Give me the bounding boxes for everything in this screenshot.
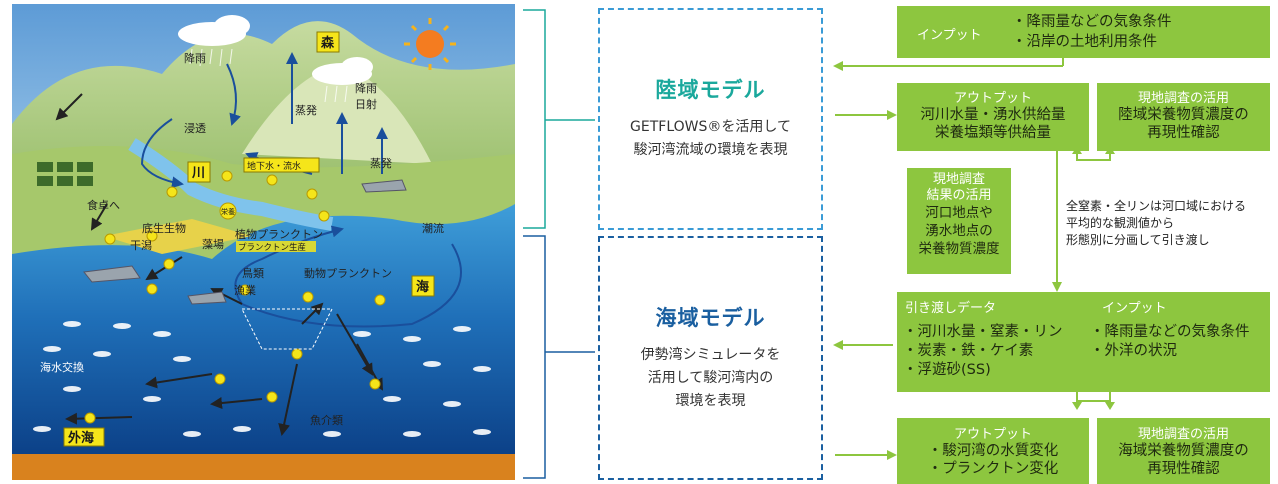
label-rain-left: 降雨 (184, 51, 206, 65)
handover-input-line2: ・外洋の状況 (1090, 343, 1177, 359)
handover-line3: ・浮遊砂(SS) (903, 362, 991, 378)
label-fishery: 漁業 (234, 283, 256, 297)
output-bottom-title: アウトプット (953, 427, 1032, 442)
handover-input-title: インプット (1102, 301, 1167, 316)
handover-line1: ・河川水量・窒素・リン (903, 324, 1063, 340)
sea-model-desc-2: 活用して駿河湾内の (647, 370, 774, 386)
output-bottom-line1: ・駿河湾の水質変化 (927, 443, 1059, 459)
label-forest: 森 (321, 35, 335, 51)
survey-result-line2: 湧水地点の (925, 223, 993, 239)
handover-input-line1: ・降雨量などの気象条件 (1090, 324, 1250, 340)
survey-top-line1: 陸域栄養物質濃度の (1118, 107, 1249, 123)
label-benthos: 底生生物 (142, 221, 186, 235)
survey-bottom-line1: 海域栄養物質濃度の (1118, 443, 1249, 459)
survey-top-box: 現地調査の活用 陸域栄養物質濃度の 再現性確認 (1097, 83, 1270, 151)
label-infiltration: 浸透 (184, 122, 206, 135)
label-rain-right: 降雨 (355, 81, 377, 95)
handover-line2: ・炭素・鉄・ケイ素 (903, 343, 1034, 359)
sea-model-desc-1: 伊勢湾シミュレータを (640, 347, 781, 363)
input-top-line1: ・降雨量などの気象条件 (1012, 14, 1172, 30)
label-zooplankton: 動物プランクトン (304, 266, 392, 280)
survey-result-title-2: 結果の活用 (926, 188, 992, 203)
sun-icon (404, 18, 456, 70)
label-birds: 鳥類 (242, 266, 264, 280)
output-top-line2: 栄養塩類等供給量 (935, 125, 1051, 141)
land-sea-illustration: 降雨 降雨 日射 森 蒸発 蒸発 浸透 川 地下水・流水 食卓へ 底生生物 栄養… (12, 4, 515, 480)
connector-lines (523, 9, 1115, 479)
label-seaweed: 藻場 (202, 238, 224, 251)
cloud-icon (178, 15, 373, 85)
note-line2: 平均的な観測値から (1066, 216, 1175, 230)
label-to-dinner: 食卓へ (87, 198, 120, 212)
note-line1: 全窒素・全リンは河口域における (1066, 199, 1247, 213)
land-model-desc-2: 駿河湾流域の環境を表現 (633, 142, 788, 158)
input-top-box: インプット ・降雨量などの気象条件 ・沿岸の土地利用条件 (897, 6, 1270, 58)
label-plankton-production: プランクトン生産 (238, 242, 306, 253)
label-phytoplankton: 植物プランクトン (235, 227, 323, 241)
handover-box: 引き渡しデータ ・河川水量・窒素・リン ・炭素・鉄・ケイ素 ・浮遊砂(SS) イ… (897, 292, 1270, 392)
label-current: 潮流 (422, 221, 444, 235)
sea-model-box: 海域モデル 伊勢湾シミュレータを 活用して駿河湾内の 環境を表現 (598, 236, 823, 480)
input-top-title: インプット (917, 28, 982, 43)
survey-result-line3: 栄養物質濃度 (918, 241, 1000, 257)
label-sea: 海 (416, 279, 429, 295)
note-line3: 形態別に分画して引き渡し (1066, 233, 1210, 247)
land-model-desc-1: GETFLOWS®を活用して (630, 119, 791, 135)
output-bottom-line2: ・プランクトン変化 (927, 461, 1059, 477)
input-top-line2: ・沿岸の土地利用条件 (1012, 34, 1157, 50)
survey-result-box: 現地調査 結果の活用 河口地点や 湧水地点の 栄養物質濃度 (907, 168, 1011, 274)
output-top-line1: 河川水量・湧水供給量 (920, 107, 1066, 123)
label-river: 川 (191, 166, 205, 181)
sea-model-desc-3: 環境を表現 (675, 393, 746, 409)
survey-result-title-1: 現地調査 (932, 172, 985, 187)
land-model-box: 陸域モデル GETFLOWS®を活用して 駿河湾流域の環境を表現 (598, 8, 823, 230)
label-seawater-exchange: 海水交換 (40, 360, 84, 374)
output-bottom-box: アウトプット ・駿河湾の水質変化 ・プランクトン変化 (897, 418, 1089, 484)
label-nutrients: 栄養 (221, 207, 235, 216)
sea-model-title: 海域モデル (655, 306, 766, 330)
handover-title: 引き渡しデータ (905, 301, 997, 316)
land-model-title: 陸域モデル (655, 78, 766, 102)
survey-result-line1: 河口地点や (925, 205, 993, 221)
handover-note: 全窒素・全リンは河口域における 平均的な観測値から 形態別に分画して引き渡し (1066, 198, 1246, 249)
survey-bottom-title: 現地調査の活用 (1137, 427, 1229, 442)
output-top-box: アウトプット 河川水量・湧水供給量 栄養塩類等供給量 (897, 83, 1089, 151)
label-evaporation-1: 蒸発 (295, 103, 317, 117)
label-open-sea: 外海 (67, 430, 94, 446)
label-groundwater: 地下水・流水 (247, 160, 301, 172)
label-sunlight: 日射 (355, 97, 377, 111)
survey-top-title: 現地調査の活用 (1137, 91, 1229, 106)
label-shellfish: 魚介類 (310, 414, 343, 427)
survey-bottom-box: 現地調査の活用 海域栄養物質濃度の 再現性確認 (1097, 418, 1270, 484)
label-evaporation-2: 蒸発 (370, 156, 392, 170)
survey-bottom-line2: 再現性確認 (1147, 461, 1220, 477)
survey-top-line2: 再現性確認 (1147, 125, 1220, 141)
output-top-title: アウトプット (953, 91, 1032, 106)
label-tidal-flat: 干潟 (130, 239, 152, 252)
